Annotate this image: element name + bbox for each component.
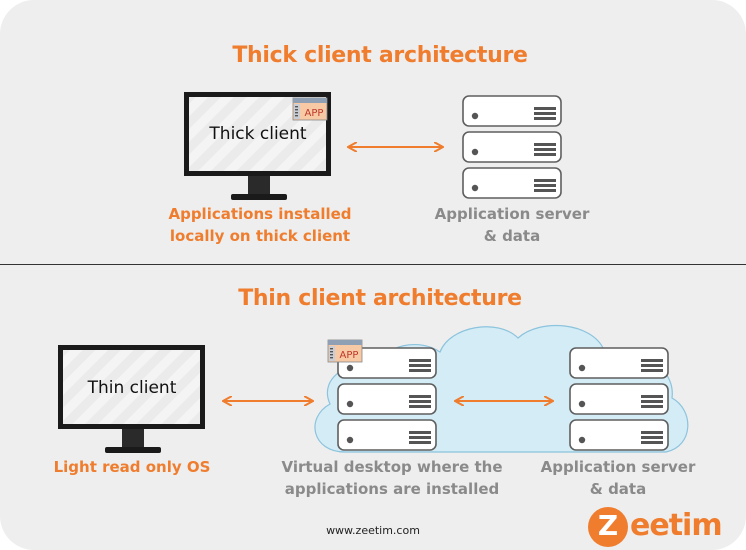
thick-client-monitor: Thick client APP: [184, 92, 331, 200]
thick-server-stack: [462, 95, 562, 199]
thick-monitor-neck: [248, 176, 270, 194]
thin-monitor-base: [105, 447, 161, 453]
thin-monitor-neck: [122, 429, 144, 447]
thin-server-caption-line2: & data: [589, 480, 647, 498]
thick-app-badge-text: APP: [305, 108, 324, 119]
thin-server-2: [569, 383, 669, 415]
thick-server-1: [462, 95, 562, 127]
logo-badge: Z: [588, 507, 628, 547]
logo-wordmark: eetim: [630, 508, 723, 543]
thick-server-3: [462, 167, 562, 199]
vdi-caption-line2: applications are installed: [284, 480, 500, 498]
vdi-server-stack: APP: [327, 339, 437, 451]
vdi-caption-line1: Virtual desktop where the: [281, 458, 503, 476]
thin-monitor-screen: [63, 350, 200, 424]
thin-server-1: [569, 347, 669, 379]
thick-client-caption: Applications installed locally on thick …: [140, 203, 380, 247]
thin-monitor-label: Thin client: [87, 378, 177, 398]
thick-server-2: [462, 131, 562, 163]
thick-server-caption-line1: Application server: [434, 205, 590, 223]
thick-monitor-base: [231, 194, 287, 200]
vdi-app-badge-text: APP: [340, 350, 359, 361]
thin-client-caption: Light read only OS: [53, 458, 211, 476]
thin-section-title: Thin client architecture: [238, 286, 522, 311]
thin-server-caption-line1: Application server: [540, 458, 696, 476]
thin-client-monitor: Thin client: [58, 345, 205, 453]
thin-server-caption: Application server & data: [518, 456, 718, 500]
thin-server-stack: [569, 347, 669, 451]
thick-monitor-label: Thick client: [208, 124, 307, 144]
footer-url[interactable]: www.zeetim.com: [326, 524, 420, 537]
vdi-caption: Virtual desktop where the applications a…: [272, 456, 512, 500]
thick-app-badge: APP: [292, 97, 328, 121]
thick-client-caption-line1: Applications installed: [168, 205, 352, 223]
vdi-app-badge: APP: [327, 339, 363, 363]
section-divider: [0, 264, 746, 265]
thick-server-caption: Application server & data: [412, 203, 612, 247]
thick-section-title: Thick client architecture: [232, 43, 528, 68]
vdi-server-2: [337, 383, 437, 415]
zeetim-logo: Z eetim: [588, 507, 728, 547]
vdi-server-3: [337, 419, 437, 451]
thin-server-3: [569, 419, 669, 451]
thick-client-caption-line2: locally on thick client: [169, 227, 351, 245]
thick-server-caption-line2: & data: [483, 227, 541, 245]
